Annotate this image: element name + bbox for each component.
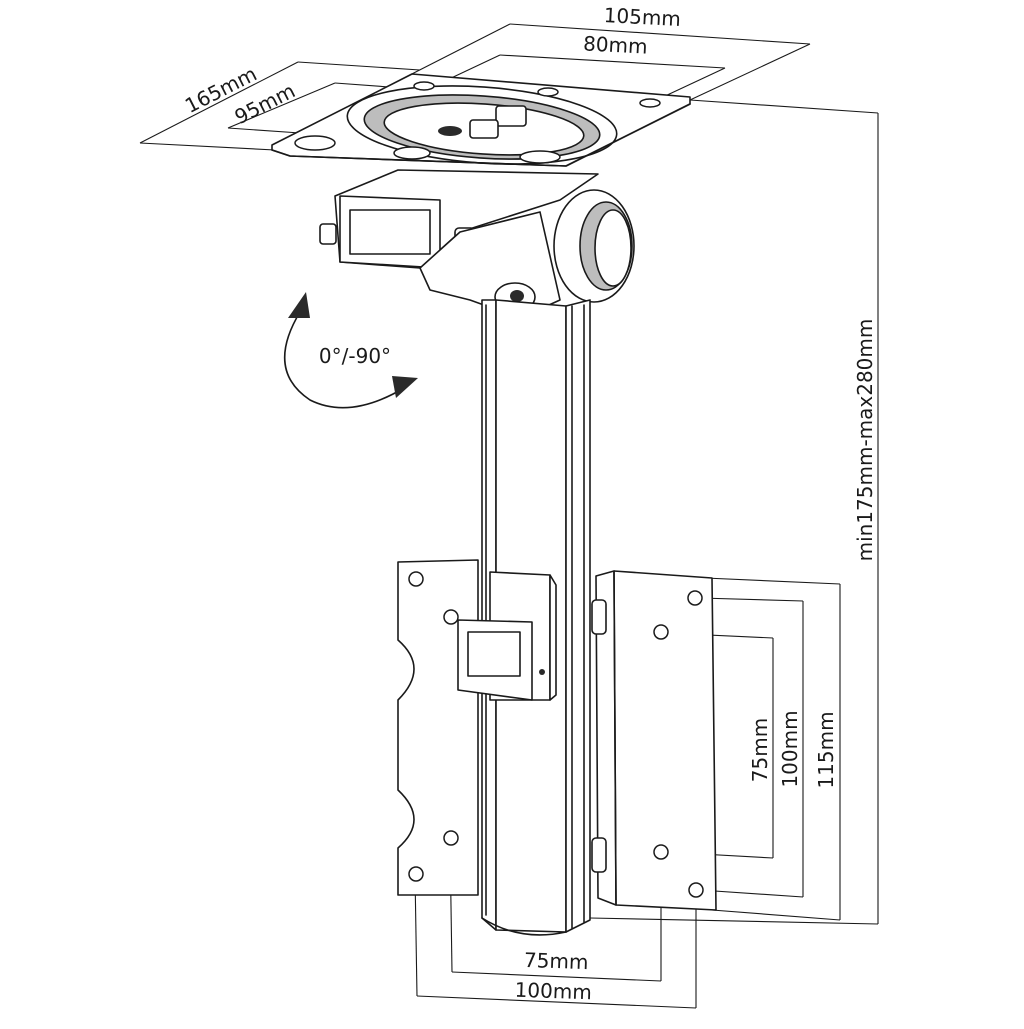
tilt-range-label: 0°/-90° — [319, 344, 391, 368]
vesa-vertical-100-label: 100mm — [778, 710, 802, 787]
vesa-plate-left — [397, 559, 479, 896]
dimension-lines — [139, 23, 879, 1009]
plate-width-inner-label: 80mm — [583, 31, 649, 58]
ceiling-plate — [271, 73, 691, 167]
vesa-plate-right — [591, 570, 717, 911]
tilt-head — [319, 169, 635, 319]
tilt-rotation-arrow-icon — [283, 292, 418, 409]
plate-width-outer-label: 105mm — [603, 3, 681, 31]
vesa-vertical-115-label: 115mm — [814, 711, 838, 788]
height-range-label: min175mm-max280mm — [853, 319, 877, 562]
vesa-horizontal-75-label: 75mm — [524, 948, 589, 974]
sliding-clamp — [457, 571, 557, 701]
vesa-vertical-75-label: 75mm — [748, 718, 772, 782]
vesa-horizontal-100-label: 100mm — [514, 978, 592, 1005]
